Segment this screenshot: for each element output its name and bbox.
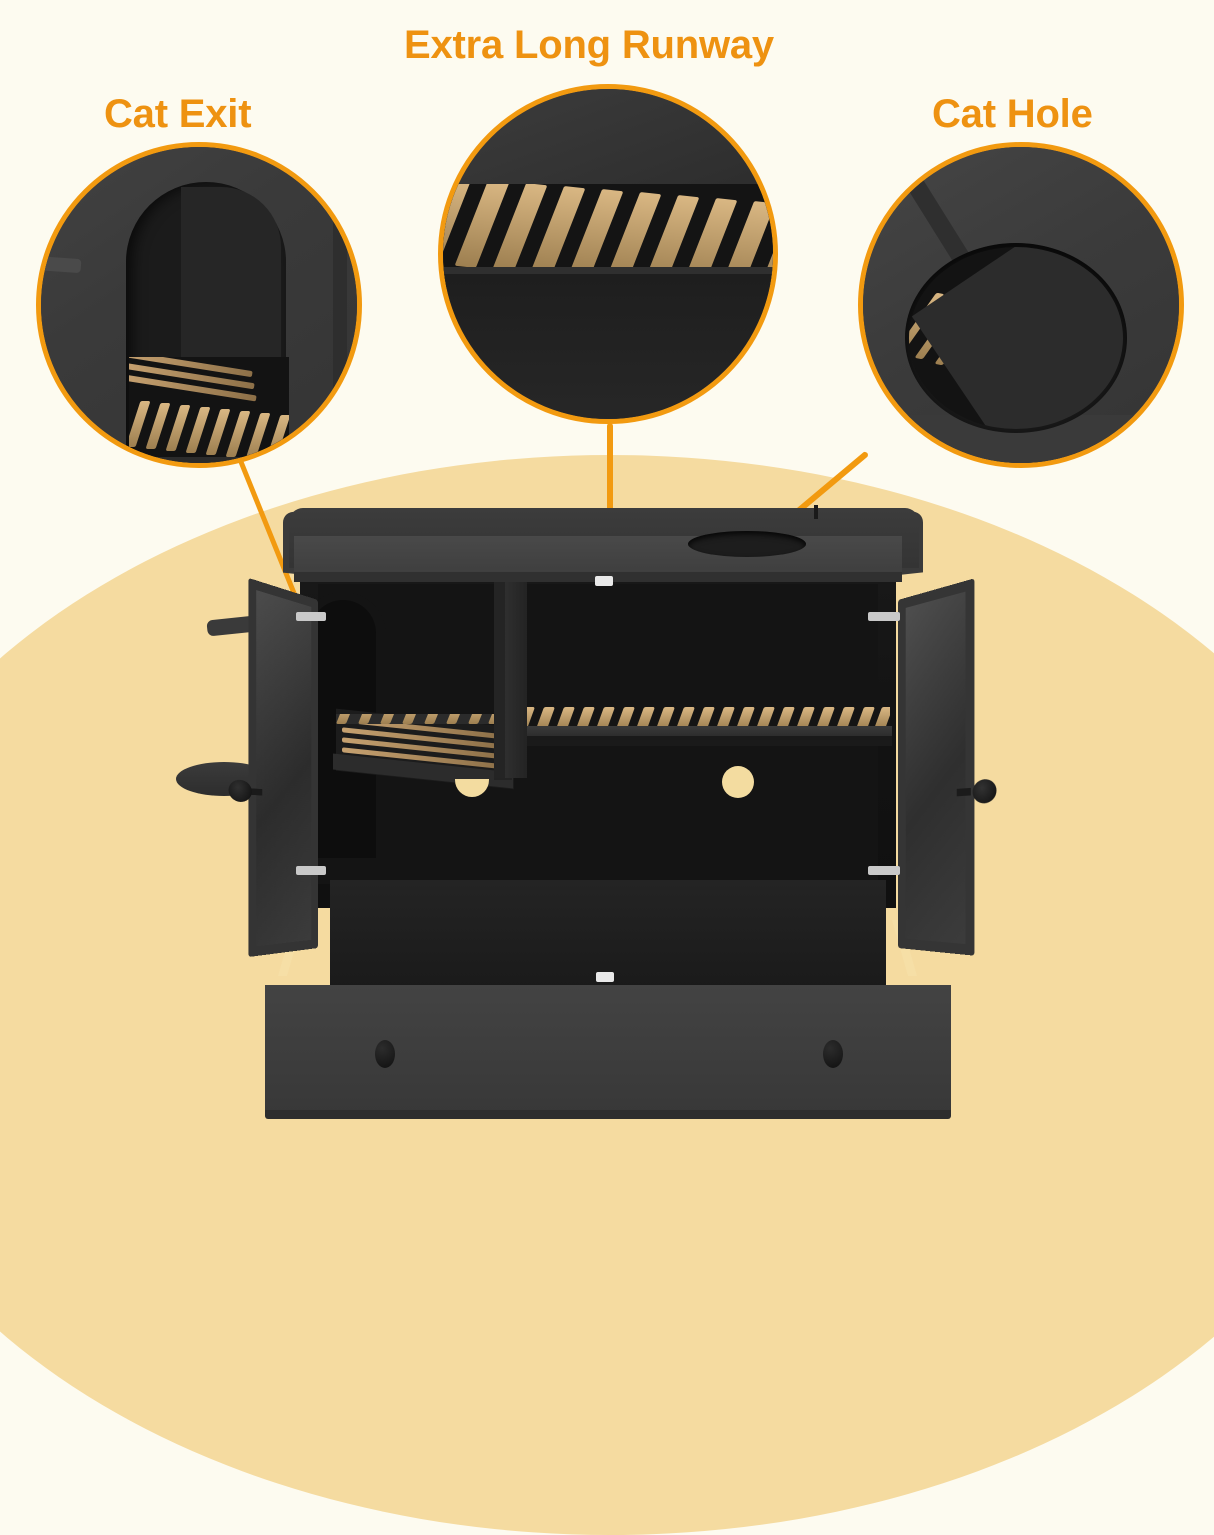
right-door-knob-stem bbox=[956, 787, 971, 797]
left-door-glass-pane bbox=[256, 590, 312, 947]
cat-hole-pin bbox=[814, 505, 818, 519]
drawer-cavity bbox=[330, 880, 886, 990]
infographic-canvas: Cat Exit Extra Long Runway Cat Hole bbox=[0, 23, 1214, 1535]
drawer-knob-left[interactable] bbox=[375, 1040, 395, 1068]
runway-lower-panel bbox=[443, 274, 773, 419]
center-divider bbox=[505, 578, 527, 778]
runway-shelf bbox=[518, 704, 890, 730]
left-door-hinge-top bbox=[296, 612, 326, 621]
left-platform-top-slats bbox=[336, 714, 512, 724]
drawer-front-bottom-edge bbox=[265, 1110, 951, 1119]
left-glass-door[interactable] bbox=[228, 577, 318, 958]
cat-hole-opening bbox=[688, 531, 806, 557]
drawer-front bbox=[265, 985, 951, 1115]
cat-exit-floor bbox=[129, 357, 289, 457]
shelf-clip-top bbox=[595, 576, 613, 586]
runway-shelf-edge bbox=[443, 267, 773, 276]
runway-detail-image bbox=[443, 89, 773, 419]
callout-label-extra-long-runway: Extra Long Runway bbox=[404, 23, 774, 67]
left-door-knob-stem bbox=[250, 788, 263, 796]
left-door-hinge-bottom bbox=[296, 866, 326, 875]
callout-circle-runway bbox=[438, 84, 778, 424]
back-panel-half-hole bbox=[455, 779, 489, 797]
runway-shadow bbox=[512, 736, 892, 746]
right-door-knob[interactable] bbox=[972, 778, 997, 804]
back-panel-round-hole bbox=[722, 766, 754, 798]
right-door-hinge-bottom bbox=[868, 866, 900, 875]
shelf-clip-bottom bbox=[596, 972, 614, 982]
divider-side bbox=[494, 580, 508, 778]
callout-label-cat-exit: Cat Exit bbox=[104, 92, 252, 136]
right-door-glass-pane bbox=[905, 591, 966, 945]
right-door-hinge-top bbox=[868, 612, 900, 621]
product-illustration bbox=[176, 505, 997, 1119]
cat-exit-right-edge bbox=[333, 187, 347, 417]
right-glass-door[interactable] bbox=[898, 578, 997, 956]
callout-circle-cat-hole bbox=[858, 142, 1184, 468]
cat-exit-detail-image bbox=[41, 147, 357, 463]
cat-hole-detail-image bbox=[863, 147, 1179, 463]
drawer-knob-right[interactable] bbox=[823, 1040, 843, 1068]
callout-label-cat-hole: Cat Hole bbox=[932, 92, 1093, 136]
cat-hole-interior bbox=[909, 247, 1123, 429]
runway-ledge bbox=[512, 726, 892, 738]
cat-hole-opening-detail bbox=[905, 243, 1127, 433]
callout-circle-cat-exit bbox=[36, 142, 362, 468]
